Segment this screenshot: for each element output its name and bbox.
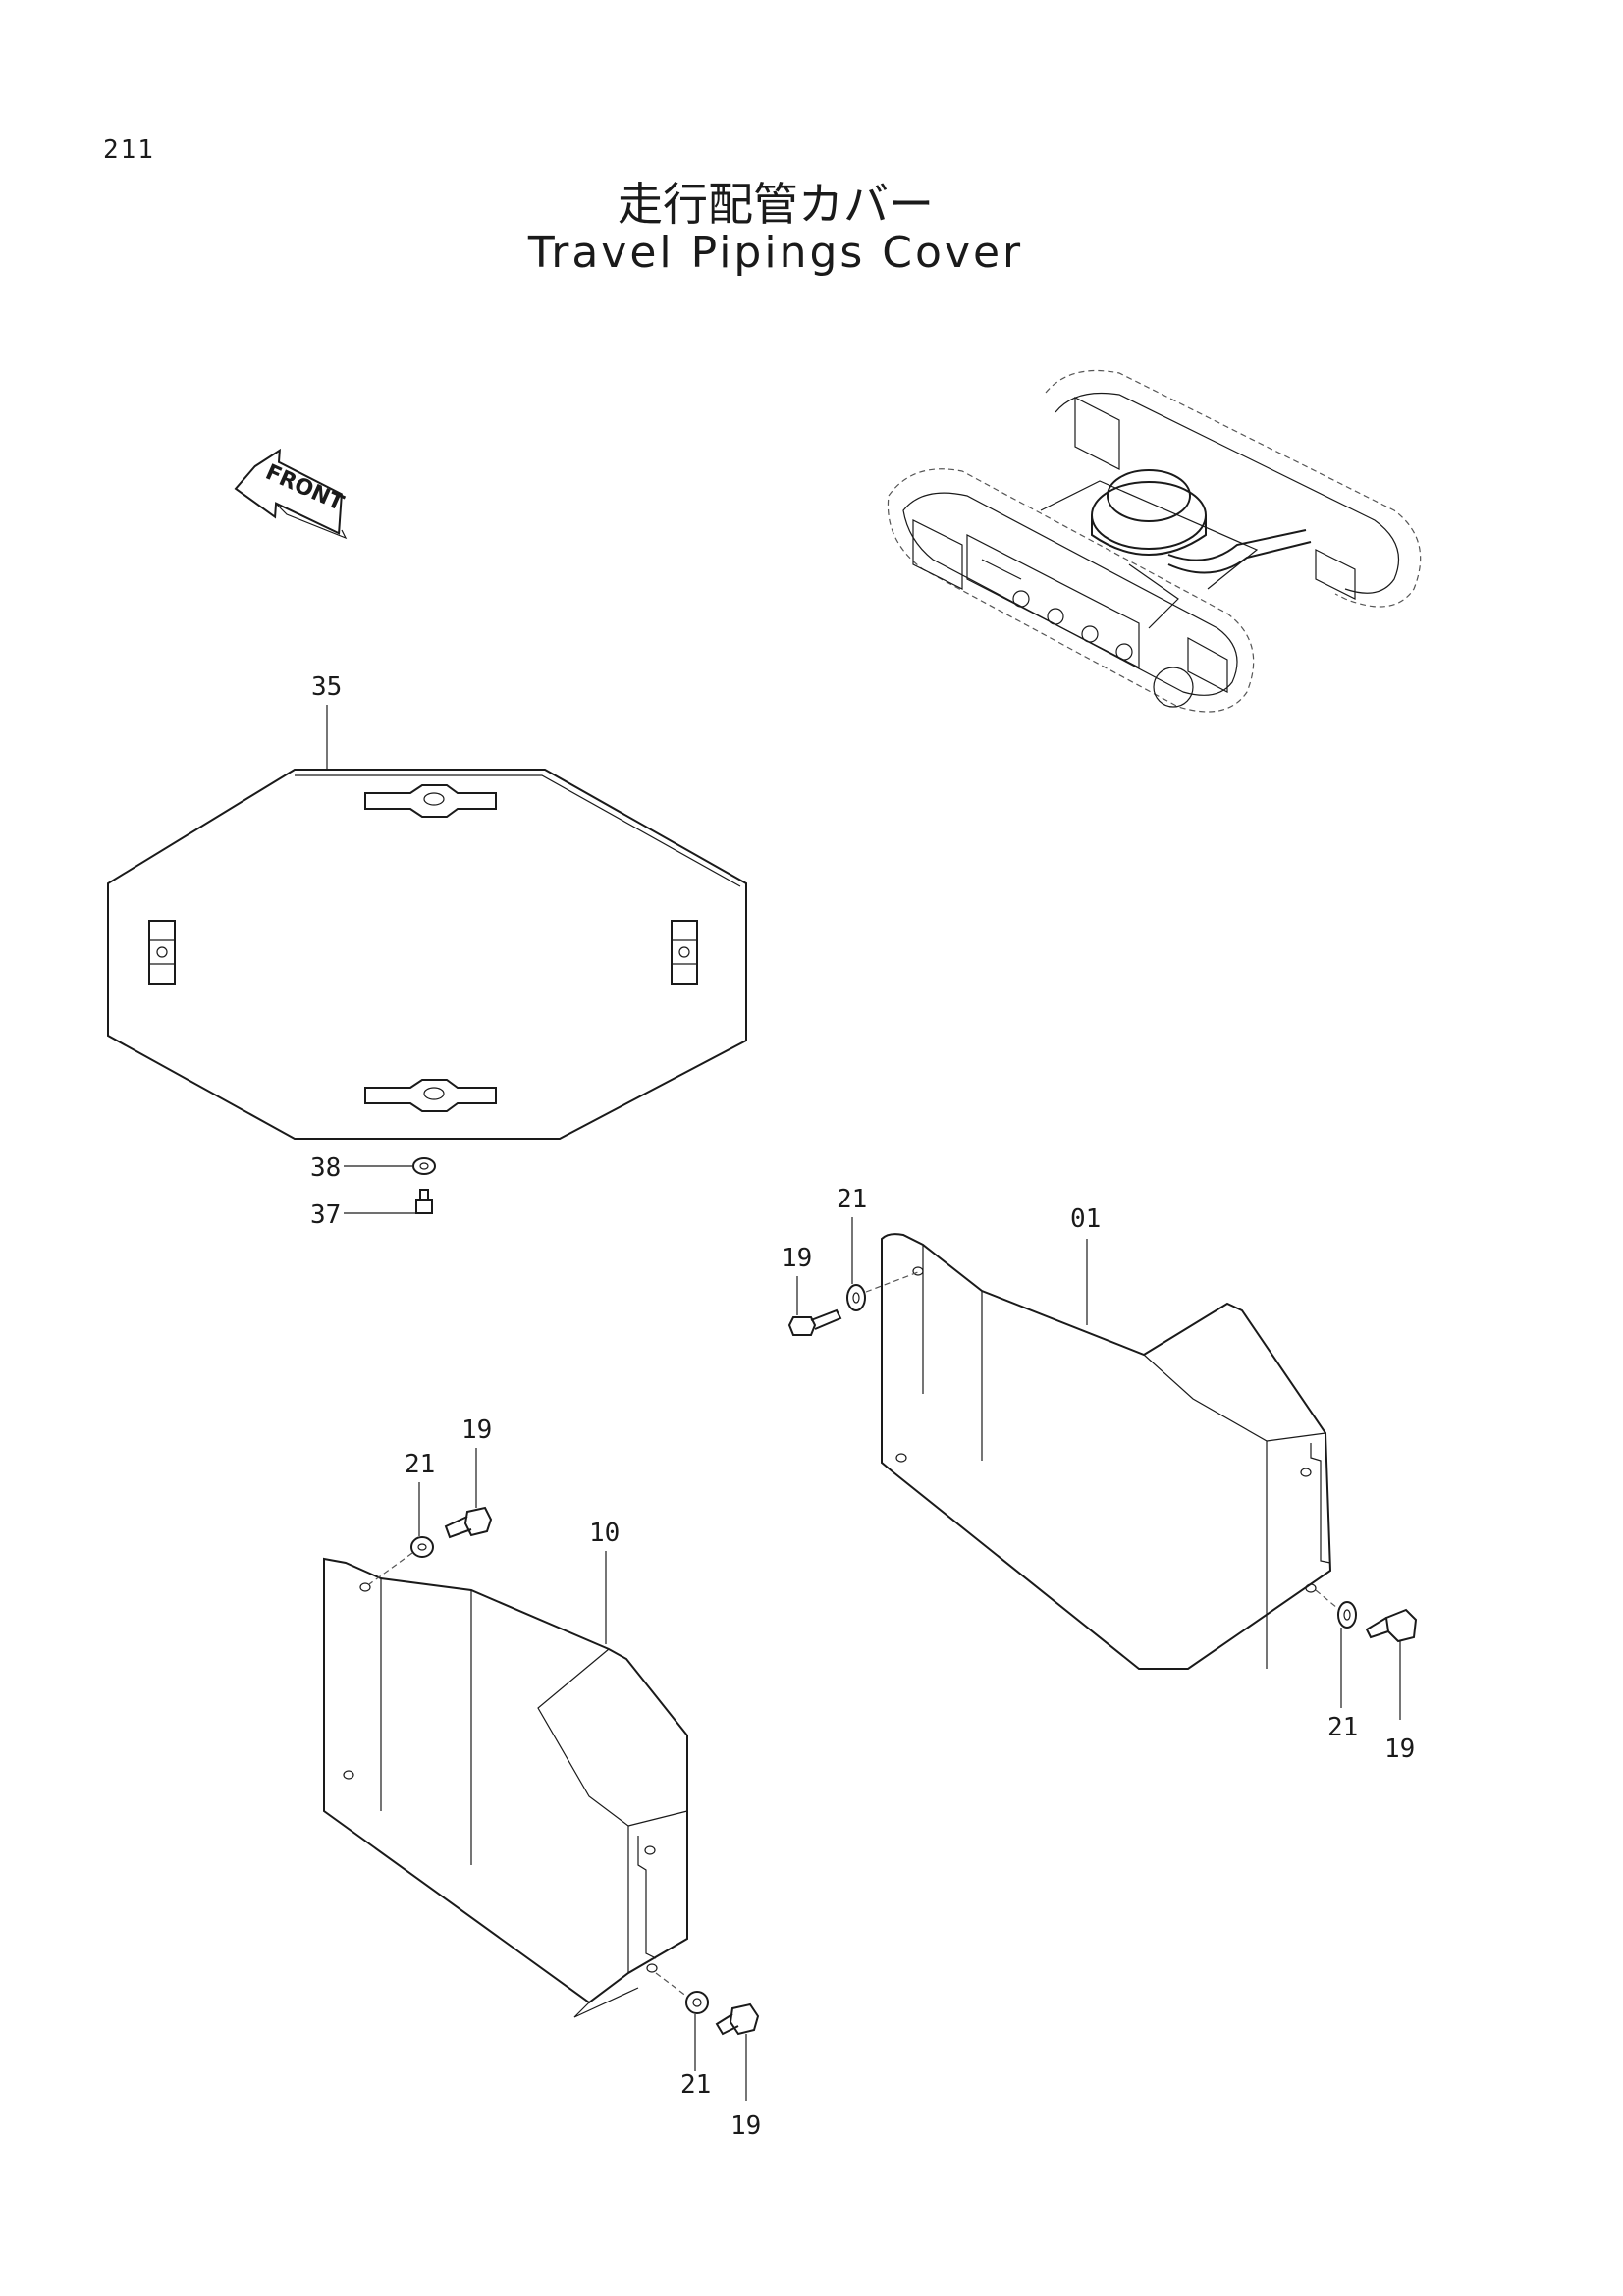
callout-38: 38 [310, 1153, 341, 1183]
callout-19-c: 19 [461, 1415, 492, 1445]
callout-19-d: 19 [730, 2111, 761, 2141]
piping-cover-01 [881, 1233, 1332, 1670]
callout-21-b: 21 [1327, 1713, 1358, 1742]
callout-19-b: 19 [1384, 1735, 1415, 1764]
washer-38 [412, 1157, 436, 1175]
page-number: 211 [103, 135, 155, 165]
piping-cover-10 [323, 1557, 688, 2018]
bolt-19-d [715, 2002, 760, 2036]
callout-10: 10 [589, 1519, 620, 1548]
bolt-19-c [444, 1506, 493, 1539]
callout-01: 01 [1070, 1204, 1101, 1234]
undercarriage-overview [887, 369, 1422, 713]
front-arrow-icon: FRONT [234, 448, 347, 540]
callout-21-a: 21 [837, 1185, 867, 1214]
callout-19-a: 19 [782, 1244, 812, 1273]
title-english: Travel Pipings Cover [527, 228, 1024, 278]
bolt-19-a [787, 1308, 842, 1336]
washer-21-b [1337, 1601, 1357, 1629]
callout-21-c: 21 [405, 1450, 435, 1479]
callout-21-d: 21 [680, 2070, 711, 2100]
bolt-37 [415, 1189, 433, 1214]
title-japanese: 走行配管カバー [618, 178, 934, 231]
bolt-19-b [1365, 1608, 1418, 1643]
callout-35: 35 [311, 672, 342, 702]
washer-21-c [410, 1536, 434, 1558]
front-label: FRONT [261, 460, 347, 516]
washer-21-d [685, 1991, 709, 2014]
callout-37: 37 [310, 1201, 341, 1230]
washer-21-a [846, 1284, 866, 1311]
cover-plate-35 [107, 769, 747, 1140]
